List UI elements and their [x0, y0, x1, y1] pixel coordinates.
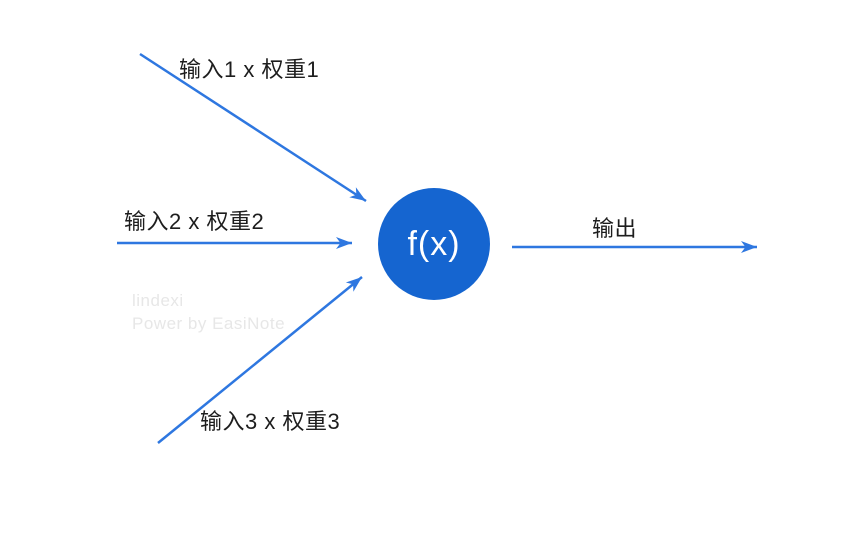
input-3-label: 输入3 x 权重3: [200, 409, 341, 434]
watermark-line1: lindexi: [132, 291, 184, 310]
watermark-line2: Power by EasiNote: [132, 314, 286, 333]
input-arrow-3: [157, 276, 363, 444]
output-label: 输出: [592, 216, 638, 241]
input-2-label: 输入2 x 权重2: [124, 209, 265, 234]
activation-node-circle: [378, 188, 490, 300]
activation-node-label: f(x): [407, 224, 461, 263]
input-1-label: 输入1 x 权重1: [179, 57, 320, 82]
input-arrow-1: [139, 52, 367, 203]
watermark: lindexi Power by EasiNote: [132, 289, 285, 335]
